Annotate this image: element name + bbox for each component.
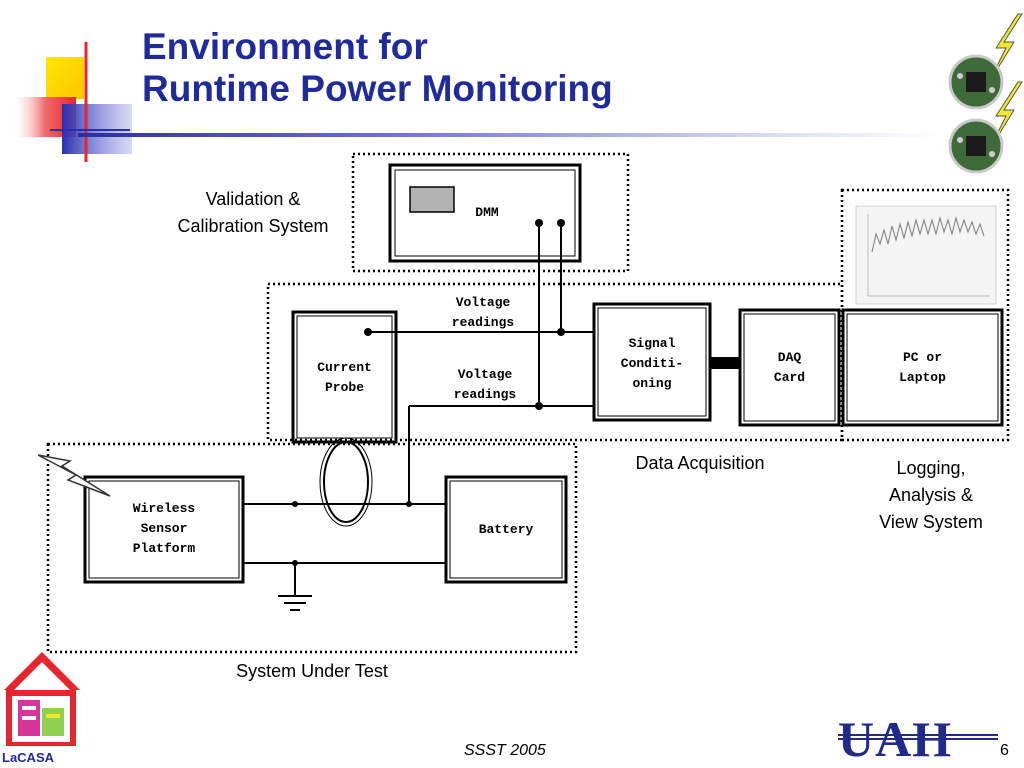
signal-conditioning-label: Signal Conditi- oning bbox=[620, 336, 684, 391]
voltage-readings-label-1: Voltage readings bbox=[451, 295, 515, 330]
pc-laptop-box bbox=[841, 308, 1004, 427]
title-underline bbox=[78, 133, 938, 137]
wireless-platform-label: Wireless Sensor Platform bbox=[132, 501, 196, 556]
voltage-readings-label-2: Voltage readings bbox=[453, 367, 517, 402]
lightning-icon bbox=[987, 81, 1023, 153]
plot-thumbnail bbox=[855, 205, 997, 305]
circuit-board-icon bbox=[948, 118, 1004, 174]
dmm-box bbox=[388, 163, 582, 263]
battery-label: Battery bbox=[478, 522, 534, 537]
dmm-label: DMM bbox=[475, 205, 499, 220]
lightning-icon bbox=[987, 13, 1023, 85]
wireless-platform-box bbox=[83, 475, 245, 584]
daq-connector bbox=[710, 357, 740, 369]
footer-text: SSST 2005 bbox=[464, 742, 546, 759]
data-acquisition-label: Data Acquisition bbox=[635, 453, 765, 473]
title-line-2: Runtime Power Monitoring bbox=[142, 68, 613, 109]
page-number: 6 bbox=[1000, 742, 1009, 759]
lacasa-logo-icon bbox=[4, 652, 80, 746]
circuit-board-icon bbox=[948, 54, 1004, 110]
validation-group-outline bbox=[351, 152, 630, 273]
uah-logo-text: UAH bbox=[838, 711, 953, 767]
system-under-test-outline bbox=[46, 442, 578, 654]
lacasa-logo-text: LaCASA bbox=[2, 750, 55, 765]
logging-label: Logging, Analysis & View System bbox=[879, 458, 983, 532]
current-probe-label: Current Probe bbox=[317, 360, 372, 395]
slide-title: Environment for Runtime Power Monitoring bbox=[142, 26, 613, 110]
ground-symbol bbox=[278, 595, 312, 611]
daq-card-label: DAQ Card bbox=[773, 350, 806, 385]
title-line-1: Environment for bbox=[142, 26, 428, 67]
antenna-icon bbox=[37, 454, 111, 497]
probe-loop bbox=[323, 441, 369, 523]
pc-laptop-label: PC or Laptop bbox=[899, 350, 946, 385]
dmm-display bbox=[409, 186, 455, 213]
system-under-test-label: System Under Test bbox=[236, 661, 388, 681]
uah-logo: UAH bbox=[838, 708, 998, 768]
sensor-boards-graphic bbox=[948, 13, 1023, 174]
uah-logo-stripes bbox=[838, 734, 998, 742]
corner-decoration bbox=[14, 42, 132, 162]
validation-label: Validation & Calibration System bbox=[177, 189, 329, 236]
battery-box bbox=[444, 475, 568, 584]
